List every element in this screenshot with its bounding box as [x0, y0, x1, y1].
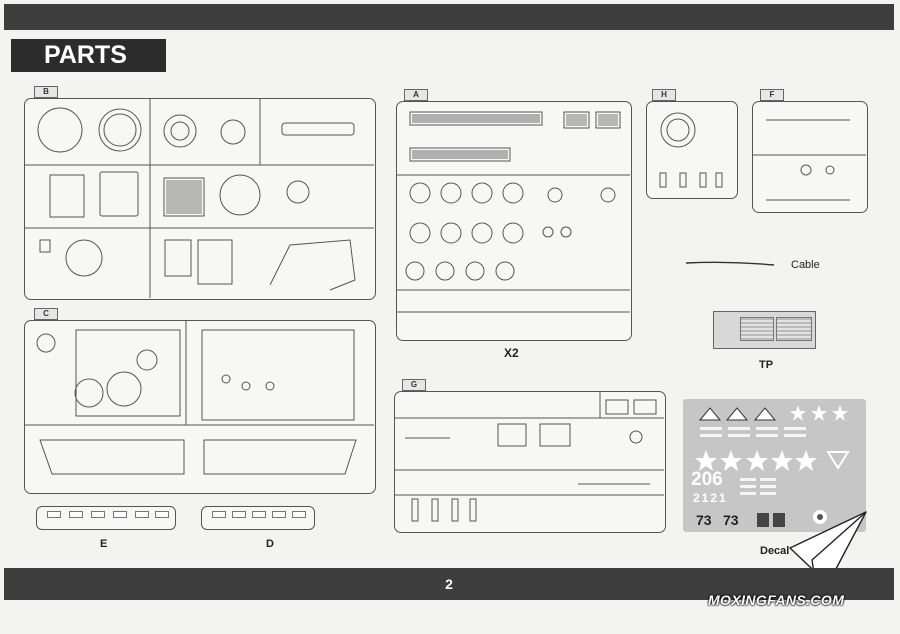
- sprue-g-tab: G: [402, 379, 426, 391]
- track-e: [36, 506, 176, 530]
- track-d: [201, 506, 315, 530]
- cable-label: Cable: [791, 259, 820, 271]
- decal-label: Decal: [760, 545, 790, 557]
- header-bar: [4, 4, 894, 30]
- decal-big-number: 206: [691, 469, 723, 490]
- sprue-c: [24, 320, 376, 494]
- photo-etch-fret: [713, 311, 816, 349]
- sprue-h: [646, 101, 738, 199]
- sprue-a-tab: A: [404, 89, 428, 101]
- page-number: 2: [445, 576, 453, 592]
- sprue-b: [24, 98, 376, 300]
- sprue-b-tab: B: [34, 86, 58, 98]
- site-watermark: MOXINGFANS.COM: [708, 592, 845, 608]
- footer-bar: 2: [4, 568, 894, 600]
- decal-turret-number-1: 73: [696, 512, 712, 528]
- page-title: PARTS: [11, 39, 166, 72]
- sprue-a: [396, 101, 632, 341]
- sprue-g: [394, 391, 666, 533]
- decal-hull-number: 2121: [693, 491, 728, 505]
- sprue-f-tab: F: [760, 89, 784, 101]
- sprue-h-tab: H: [652, 89, 676, 101]
- decal-turret-number-2: 73: [723, 512, 739, 528]
- track-d-label: D: [266, 538, 274, 550]
- sprue-c-tab: C: [34, 308, 58, 320]
- sprue-a-multiplier: X2: [504, 346, 519, 360]
- photo-etch-label: TP: [759, 359, 774, 371]
- track-e-label: E: [100, 538, 108, 550]
